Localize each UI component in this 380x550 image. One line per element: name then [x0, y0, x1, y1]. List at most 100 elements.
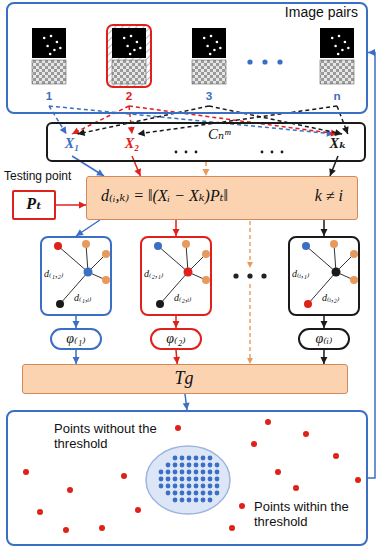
phi-box: φ₍₂₎ [150, 328, 202, 350]
marker-image [192, 28, 226, 58]
vector-node: Xₖ [324, 134, 352, 156]
vector-node: X₁ [58, 134, 86, 156]
connector-group [320, 350, 327, 364]
marker-dot [216, 41, 219, 44]
connector-group [173, 316, 180, 328]
inlier-point [173, 484, 178, 489]
graph-point [202, 276, 210, 284]
connector [330, 156, 338, 176]
graph-point [102, 250, 110, 258]
group-title: Image pairs [285, 4, 358, 20]
inlier-point [180, 498, 185, 503]
outlier-point [175, 425, 181, 431]
marker-dot [331, 37, 334, 40]
outlier-point [275, 469, 281, 475]
inlier-point [201, 463, 206, 468]
inlier-point [194, 484, 199, 489]
inlier-point [173, 463, 178, 468]
connector [72, 156, 104, 176]
connector-group [337, 106, 349, 134]
graph-point [350, 276, 358, 284]
inlier-point [180, 470, 185, 475]
outlier-point [135, 507, 141, 513]
checkerboard-image [192, 60, 226, 84]
outlier-point [121, 473, 127, 479]
graph-point [54, 242, 62, 250]
outlier-point [333, 453, 339, 459]
outlier-point [67, 487, 73, 493]
outlier-point [265, 419, 271, 425]
distance-graph-box: d₍ᵢ,₁₎d₍ᵢ,₂₎ [288, 236, 360, 316]
arrowhead [76, 229, 84, 236]
inlier-point [173, 491, 178, 496]
graph-point [102, 276, 110, 284]
connector-group [321, 316, 328, 328]
combination-box: CₙᵐX₁X₂Xₖ [46, 122, 366, 162]
outlier-point [303, 431, 309, 437]
marker-dot [334, 45, 337, 48]
inlier-point [187, 491, 192, 496]
inlier-point [180, 456, 185, 461]
image-pair-thumbnail: 3 [186, 24, 232, 106]
graph-link [306, 246, 336, 272]
checkerboard-image [320, 60, 354, 84]
ellipsis-dot [233, 273, 238, 278]
connector-group [368, 49, 375, 478]
arrowhead [183, 403, 190, 410]
connector-group [173, 220, 180, 236]
inlier-point [208, 470, 213, 475]
connector-group [49, 106, 66, 134]
marker-dot [344, 41, 347, 44]
vector-label: X₂ [118, 135, 146, 152]
arrowhead [342, 126, 349, 134]
ellipsis-dot [247, 59, 252, 64]
graph-point [350, 250, 358, 258]
image-pairs-group: Image pairs123n [6, 2, 368, 114]
graph-point [182, 240, 190, 248]
connector-group [329, 156, 338, 176]
connector [138, 106, 337, 134]
marker-dot [338, 35, 341, 38]
connector-group [56, 201, 86, 208]
connector [72, 106, 129, 134]
connector-group [128, 106, 135, 134]
marker-dot [219, 47, 222, 50]
inlier-point [187, 456, 192, 461]
connector-group [76, 220, 100, 236]
checkerboard-image [112, 60, 146, 84]
connector [76, 220, 100, 236]
distance-graph-box: d₍₂,₁₎d₍₂,ᵢ₎ [140, 236, 212, 316]
marker-dot [210, 35, 213, 38]
graph-point [156, 300, 164, 308]
connector-group [72, 156, 104, 176]
graph-point [304, 300, 312, 308]
phi-label: φ₍ᵢ₎ [300, 331, 348, 347]
inlier-point [194, 470, 199, 475]
marker-dot [136, 41, 139, 44]
index-condition: k ≠ i [315, 187, 343, 205]
inlier-point [208, 491, 213, 496]
marker-dot [139, 47, 142, 50]
marker-image [112, 28, 146, 58]
graph-point [330, 240, 338, 248]
connector [129, 106, 338, 134]
pair-number: 3 [186, 89, 232, 102]
connector-group [321, 220, 328, 236]
inlier-point [208, 484, 213, 489]
graph-point [302, 242, 310, 250]
outlier-point [293, 485, 299, 491]
connector-group [132, 156, 141, 176]
ellipsis-dot [247, 273, 252, 278]
inlier-point [201, 470, 206, 475]
orange-flow-line [249, 221, 250, 266]
connector-group [173, 350, 180, 364]
marker-dot [206, 45, 209, 48]
image-pair-thumbnail: n [314, 24, 360, 106]
phi-box: φ₍₁₎ [50, 328, 102, 350]
connector-group [73, 316, 80, 328]
connector-group [72, 106, 129, 134]
outlier-label: Points without the threshold [54, 422, 158, 452]
inlier-point [201, 456, 206, 461]
inlier-point [208, 456, 213, 461]
distance-label: d₍ᵢ,₁₎ [292, 268, 309, 280]
